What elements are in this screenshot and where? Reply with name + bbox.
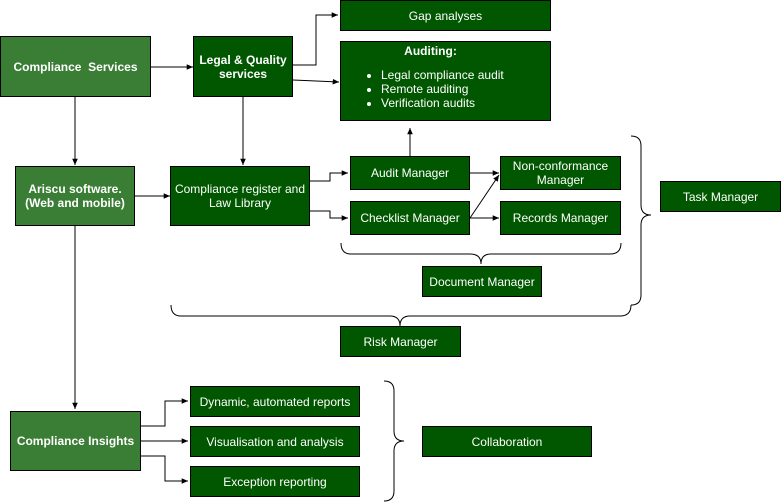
task-manager-label: Task Manager [682,189,759,204]
risk-manager-box: Risk Manager [340,326,461,357]
auditing-item: Verification audits [381,96,550,110]
brace-document-manager [340,242,622,265]
document-manager-box: Document Manager [422,266,542,297]
brace-risk-manager [170,304,632,327]
arrow-insights-to-dynamic [141,398,188,427]
gap-analyses-box: Gap analyses [340,0,551,31]
records-manager-label: Records Manager [512,211,609,225]
checklist-manager-box: Checklist Manager [350,201,470,235]
compliance-register-label: Compliance register and Law Library [174,182,306,210]
arrow-checklist-to-nonconf [469,174,500,219]
arrow-insights-to-exception [141,455,188,484]
task-manager-box: Task Manager [660,181,781,212]
arrow-register-to-checklist [310,210,348,221]
visualisation-box: Visualisation and analysis [190,426,360,457]
nonconformance-manager-box: Non-conformance Manager [500,156,621,190]
ariscu-software-label: Ariscu software. (Web and mobile) [25,182,125,210]
dynamic-reports-box: Dynamic, automated reports [190,386,360,417]
visualisation-label: Visualisation and analysis [206,434,344,449]
auditing-item: Remote auditing [381,82,550,96]
nonconformance-manager-label: Non-conformance Manager [512,159,609,187]
records-manager-box: Records Manager [500,201,621,235]
arrow-legal-to-auditing [292,78,340,85]
exception-reporting-box: Exception reporting [190,466,360,497]
auditing-box: Auditing: Legal compliance audit Remote … [340,41,551,121]
compliance-register-box: Compliance register and Law Library [170,166,310,226]
legal-quality-label: Legal & Quality services [199,52,287,81]
compliance-insights-label: Compliance Insights [16,434,135,448]
audit-manager-label: Audit Manager [370,166,450,180]
document-manager-label: Document Manager [429,274,535,289]
brace-task-manager [630,135,652,306]
dynamic-reports-label: Dynamic, automated reports [199,394,351,409]
brace-collaboration [383,380,405,502]
compliance-services-label: Compliance Services [13,59,138,74]
ariscu-software-box: Ariscu software. (Web and mobile) [15,166,135,226]
compliance-insights-box: Compliance Insights [10,411,141,471]
checklist-manager-label: Checklist Manager [360,211,460,225]
collaboration-box: Collaboration [422,426,592,457]
arrow-register-to-audit [310,170,348,182]
exception-reporting-label: Exception reporting [223,474,327,489]
legal-quality-box: Legal & Quality services [193,36,293,97]
audit-manager-box: Audit Manager [350,156,470,190]
auditing-item: Legal compliance audit [381,68,550,82]
risk-manager-label: Risk Manager [363,334,438,349]
auditing-title: Auditing: [404,44,457,58]
compliance-services-box: Compliance Services [0,36,151,97]
arrow-legal-to-gap [293,12,338,66]
collaboration-label: Collaboration [471,434,543,449]
auditing-list: Legal compliance audit Remote auditing V… [341,68,550,110]
gap-analyses-label: Gap analyses [408,8,483,23]
